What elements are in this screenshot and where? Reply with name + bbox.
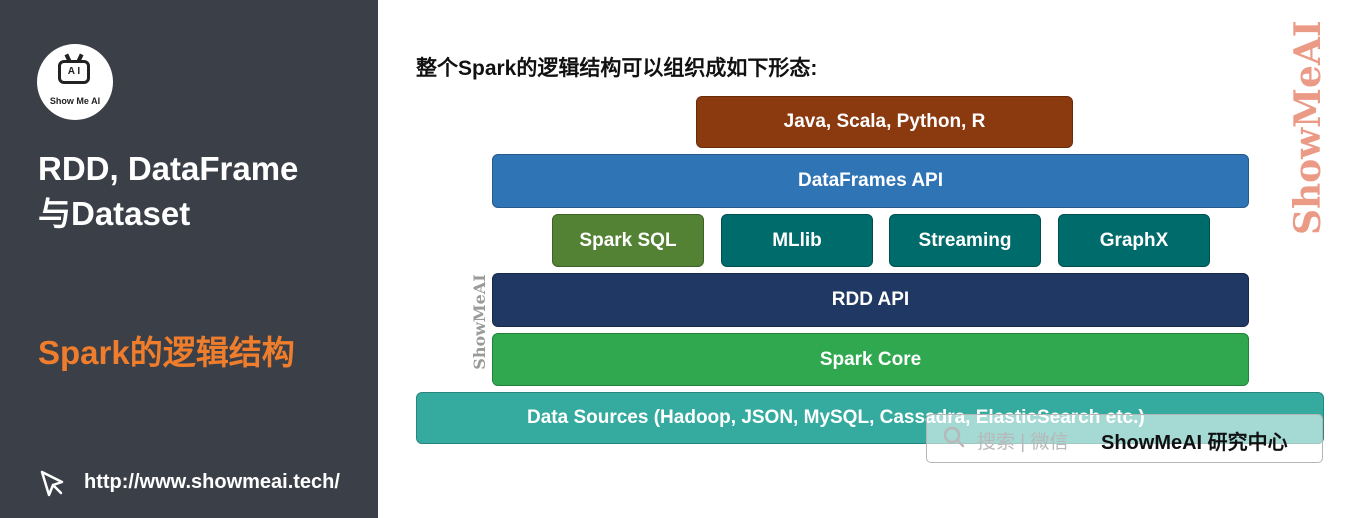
- search-brand-text: ShowMeAI 研究中心: [1101, 432, 1288, 454]
- layer-graphx: GraphX: [1058, 214, 1210, 267]
- sidebar-title: RDD, DataFrame 与Dataset: [38, 146, 358, 236]
- cursor-click-icon: [40, 470, 64, 497]
- layer-spark-sql: Spark SQL: [552, 214, 704, 267]
- layer-streaming: Streaming: [889, 214, 1041, 267]
- search-icon: [943, 426, 965, 448]
- website-link[interactable]: http://www.showmeai.tech/: [84, 471, 340, 493]
- layer-mllib: MLlib: [721, 214, 873, 267]
- search-hint-text: 搜索 | 微信: [977, 432, 1069, 453]
- sidebar: A I Show Me AI RDD, DataFrame 与Dataset S…: [0, 0, 378, 518]
- showmeai-logo: A I Show Me AI: [37, 44, 113, 120]
- robot-logo-icon: A I: [58, 60, 90, 84]
- sidebar-section-title: Spark的逻辑结构: [38, 334, 295, 371]
- sidebar-title-line2: 与Dataset: [38, 195, 191, 232]
- watermark-right: ShowMeAI: [1287, 20, 1329, 235]
- logo-ai-text: A I: [67, 66, 81, 77]
- search-watermark-bar: 搜索 | 微信 ShowMeAI 研究中心: [926, 414, 1323, 463]
- watermark-left: ShowMeAI: [470, 274, 489, 370]
- page-heading: 整个Spark的逻辑结构可以组织成如下形态:: [416, 57, 818, 80]
- sidebar-title-line1: RDD, DataFrame: [38, 150, 299, 187]
- layer-languages: Java, Scala, Python, R: [696, 96, 1073, 148]
- logo-text: Show Me AI: [49, 96, 101, 106]
- layer-spark-core: Spark Core: [492, 333, 1249, 386]
- layer-dataframes-api: DataFrames API: [492, 154, 1249, 208]
- layer-rdd-api: RDD API: [492, 273, 1249, 327]
